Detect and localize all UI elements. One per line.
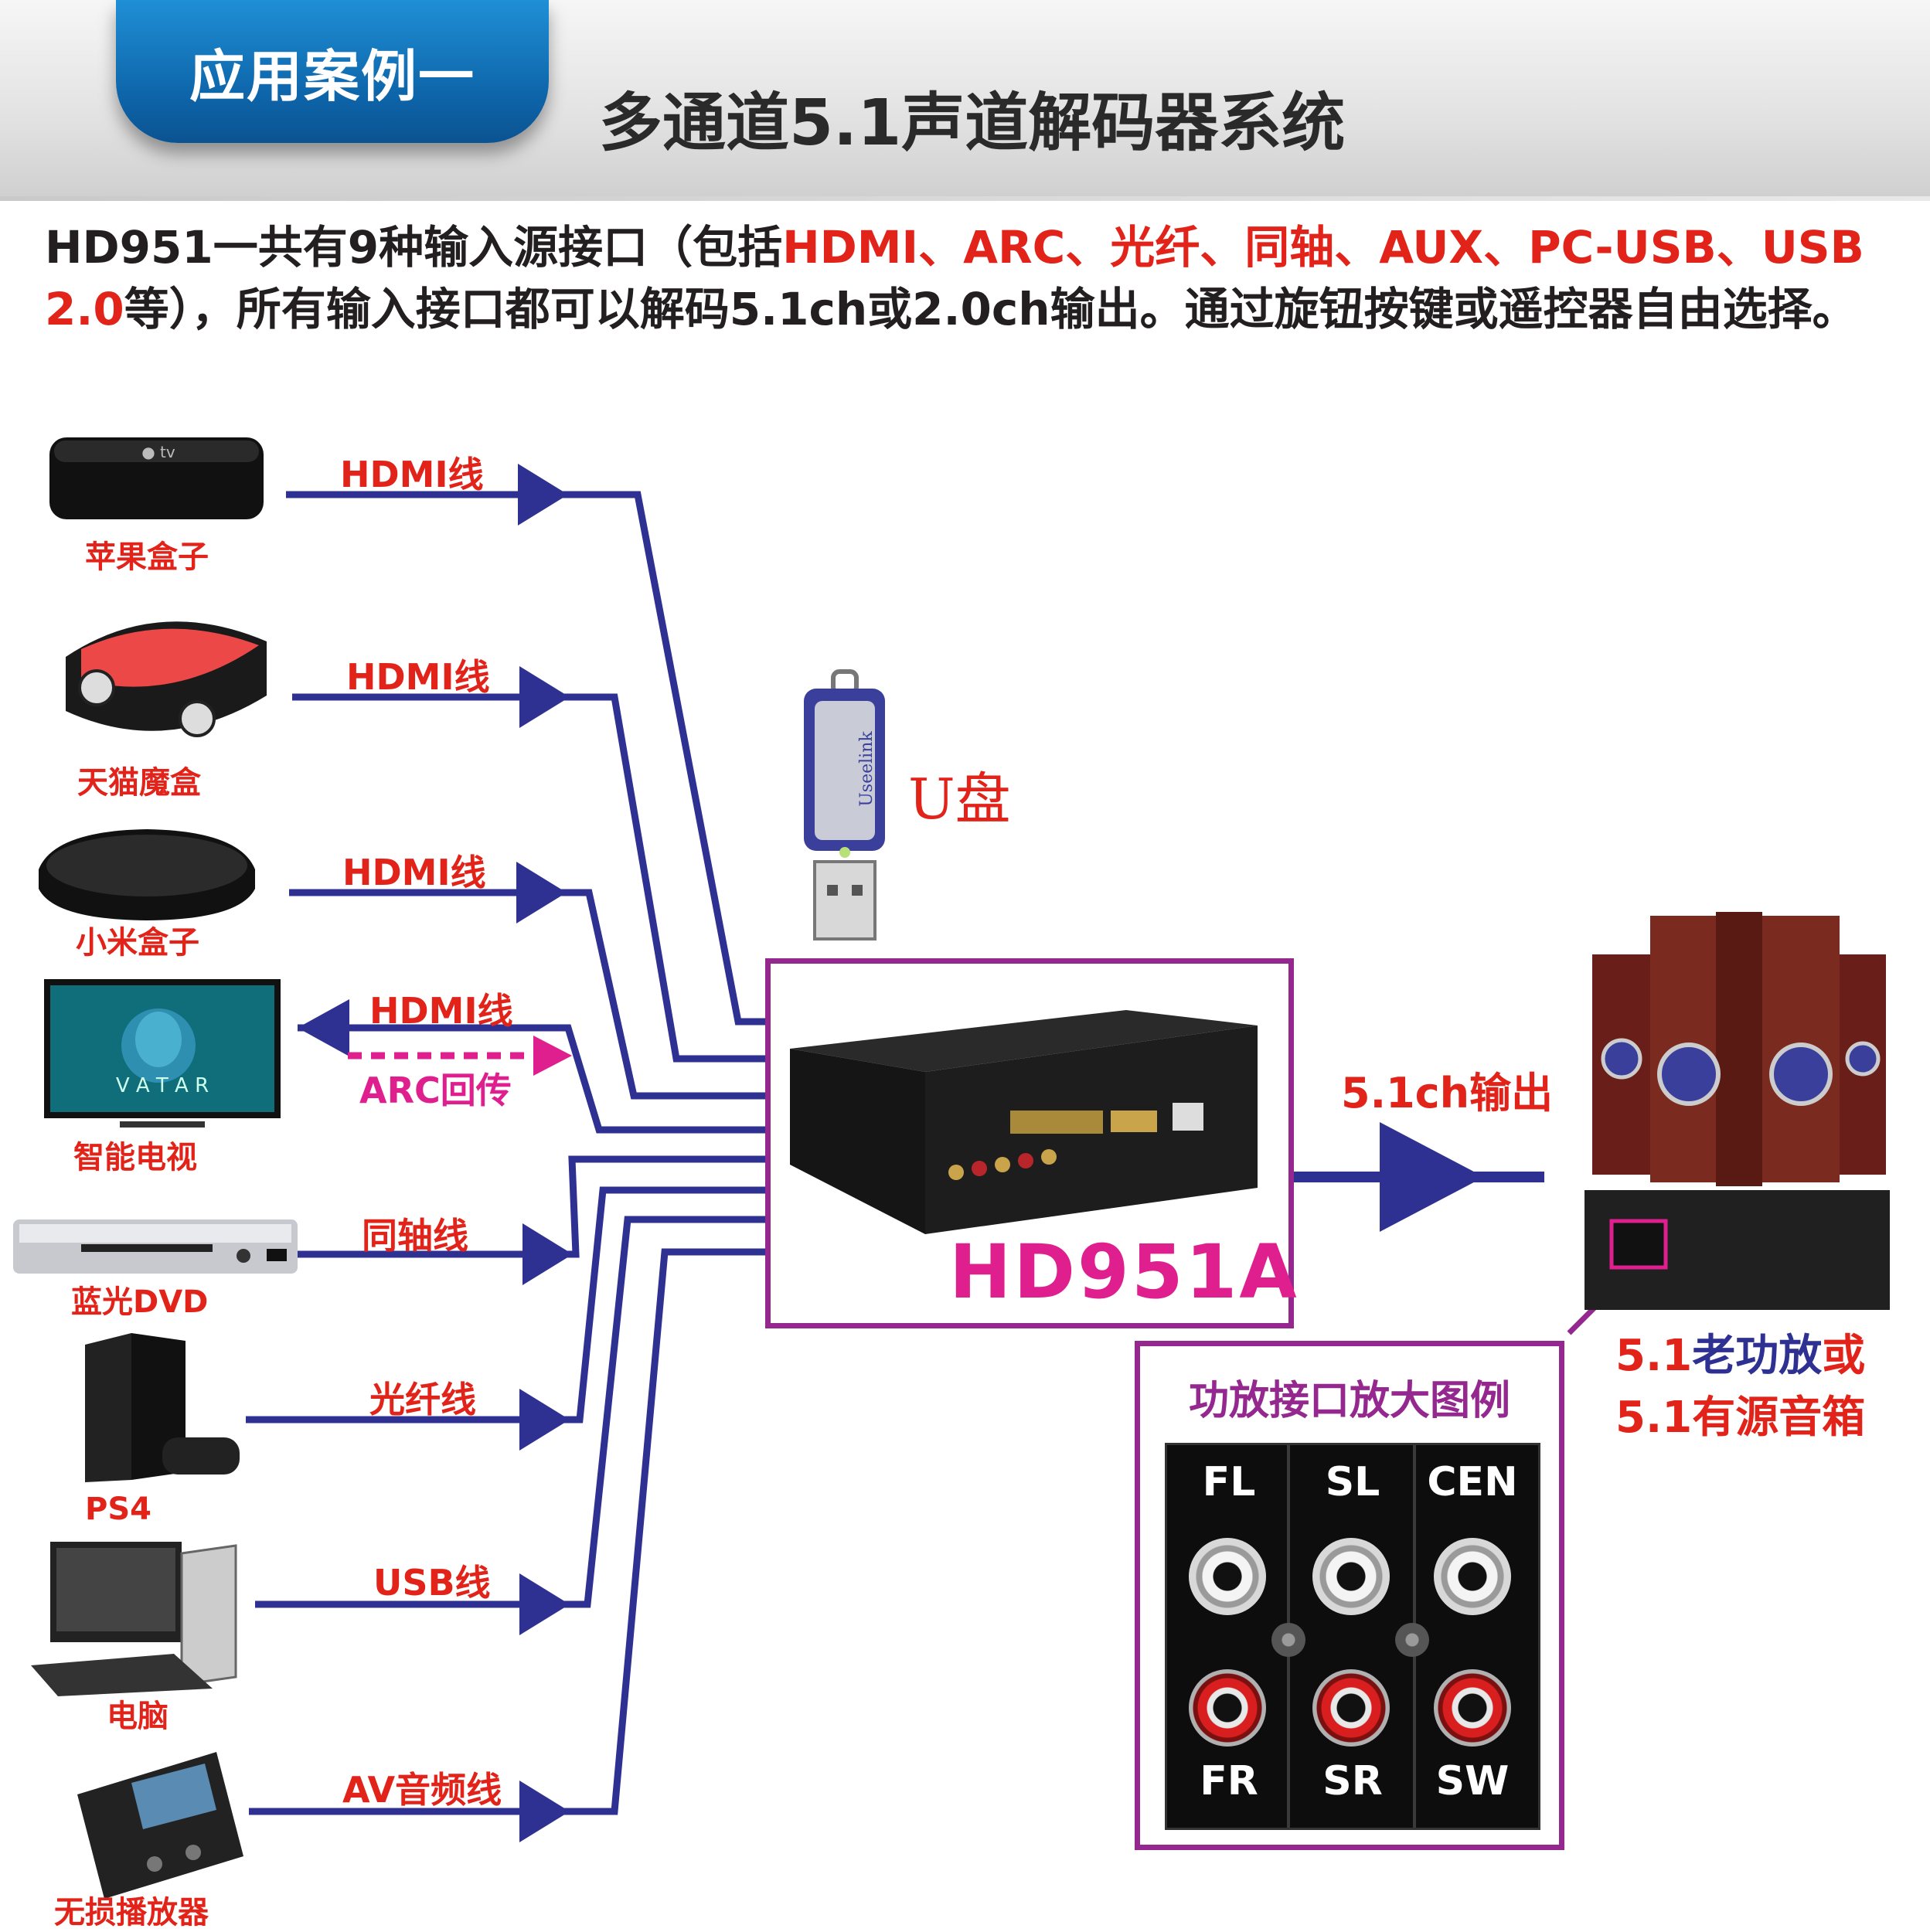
usb-brand-text: Useelink xyxy=(857,731,876,807)
arrow-head-3 xyxy=(516,862,567,923)
rca-jack-cen xyxy=(1434,1538,1511,1615)
cable-label-hdmi-2: HDMI线 xyxy=(346,656,490,698)
intro-highlight: HDMI、ARC、光纤、同轴、AUX、PC-USB、USB 2.0 xyxy=(45,221,1864,335)
arrow-head-5 xyxy=(522,1223,573,1285)
case-tab: 应用案例一 xyxy=(116,0,549,143)
amp-label-5-1: 5.1 xyxy=(1615,1331,1693,1381)
arrow-head-1 xyxy=(518,464,568,526)
zoom-title: 功放接口放大图例 xyxy=(1188,1378,1510,1424)
mi-box-device xyxy=(23,823,271,923)
wire-mi-box xyxy=(289,889,765,1100)
rca-jack-fl xyxy=(1189,1538,1266,1615)
usb-disk-label: U盘 xyxy=(908,767,1011,832)
amp-label-or: 或 xyxy=(1822,1331,1866,1381)
arrow-head-2 xyxy=(519,666,570,728)
svg-text:V A T A R: V A T A R xyxy=(116,1074,209,1097)
pc-label: 电脑 xyxy=(107,1699,168,1734)
amp-port-zoom-box: 功放接口放大图例 FL SL CEN FR SR SW xyxy=(1135,1341,1564,1850)
amp-label-active-speaker: 5.1有源音箱 xyxy=(1615,1393,1866,1443)
jack-label-sr: SR xyxy=(1322,1758,1383,1804)
mi-box-label: 小米盒子 xyxy=(76,925,199,961)
header-divider xyxy=(0,196,1930,201)
lossless-player-label: 无损播放器 xyxy=(54,1895,209,1930)
intro-text-1: HD951一共有9种输入源接口（包括 xyxy=(45,221,783,274)
cable-label-usb: USB线 xyxy=(373,1562,491,1604)
jack-label-fl: FL xyxy=(1202,1459,1256,1505)
apple-tv-label: 苹果盒子 xyxy=(85,539,209,575)
arrow-head-7 xyxy=(519,1573,570,1635)
output-label: 5.1ch输出 xyxy=(1341,1069,1554,1117)
arrow-head-output xyxy=(1380,1122,1484,1232)
case-label: 应用案例一 xyxy=(189,44,475,109)
amplifier-label: 5.1老功放或 5.1有源音箱 xyxy=(1615,1325,1894,1449)
rca-jack-fr xyxy=(1189,1669,1266,1747)
intro-paragraph: HD951一共有9种输入源接口（包括HDMI、ARC、光纤、同轴、AUX、PC-… xyxy=(45,216,1892,340)
cable-label-hdmi-4: HDMI线 xyxy=(369,990,513,1032)
jack-label-sw: SW xyxy=(1435,1758,1510,1804)
arrow-head-4 xyxy=(298,999,349,1056)
tmall-box-label: 天猫魔盒 xyxy=(77,765,201,801)
tmall-box-device xyxy=(50,603,274,746)
arc-arrow-head xyxy=(533,1036,572,1076)
cable-label-optical: 光纤线 xyxy=(369,1379,476,1420)
speaker-system xyxy=(1585,896,1890,1314)
intro-text-2: 等），所有输入接口都可以解码5.1ch或2.0ch输出。通过旋钮按键或遥控器自由… xyxy=(124,283,1857,335)
ps4-device xyxy=(77,1329,243,1488)
smart-tv-label: 智能电视 xyxy=(73,1140,197,1175)
cable-label-coaxial: 同轴线 xyxy=(362,1215,468,1257)
decoder-model: HD951A xyxy=(949,1229,1299,1315)
wire-tmall xyxy=(292,693,765,1063)
usb-disk-device: Useelink xyxy=(796,668,893,943)
rca-jack-sl xyxy=(1312,1538,1390,1615)
page-title: 多通道5.1声道解码器系统 xyxy=(599,87,1346,160)
pc-device xyxy=(27,1538,243,1700)
wire-player xyxy=(249,1248,765,1815)
cable-label-av: AV音频线 xyxy=(342,1769,502,1811)
ps4-label: PS4 xyxy=(85,1492,151,1527)
rca-jack-sw xyxy=(1434,1669,1511,1747)
arrow-head-6 xyxy=(519,1389,570,1451)
arc-return-label: ARC回传 xyxy=(359,1070,512,1111)
wire-dvd xyxy=(298,1155,765,1258)
cable-label-hdmi-1: HDMI线 xyxy=(340,454,484,495)
lossless-player-device xyxy=(62,1748,247,1903)
wire-ps4 xyxy=(246,1186,765,1423)
wire-apple-tv xyxy=(286,491,765,1026)
dvd-player-device xyxy=(12,1213,299,1283)
jack-panel: FL SL CEN FR SR SW xyxy=(1165,1443,1540,1830)
dvd-player-label: 蓝光DVD xyxy=(71,1284,209,1320)
jack-label-sl: SL xyxy=(1325,1459,1380,1505)
screw-icon xyxy=(1395,1623,1429,1657)
decoder-frame xyxy=(765,958,1294,1328)
jack-label-cen: CEN xyxy=(1427,1459,1518,1505)
wire-pc xyxy=(255,1216,765,1608)
smart-tv-device: V A T A R xyxy=(43,978,282,1136)
apple-tv-device: ● tv xyxy=(46,433,267,526)
amp-label-old-amp: 老功放 xyxy=(1692,1331,1823,1381)
screw-icon xyxy=(1271,1623,1305,1657)
jack-label-fr: FR xyxy=(1200,1758,1258,1804)
cable-label-hdmi-3: HDMI线 xyxy=(342,852,486,893)
decoder-device xyxy=(790,1010,1258,1234)
rca-jack-sr xyxy=(1312,1669,1390,1747)
arrow-head-8 xyxy=(519,1781,570,1842)
wire-smart-tv xyxy=(298,1024,765,1134)
svg-text:● tv: ● tv xyxy=(141,443,175,461)
